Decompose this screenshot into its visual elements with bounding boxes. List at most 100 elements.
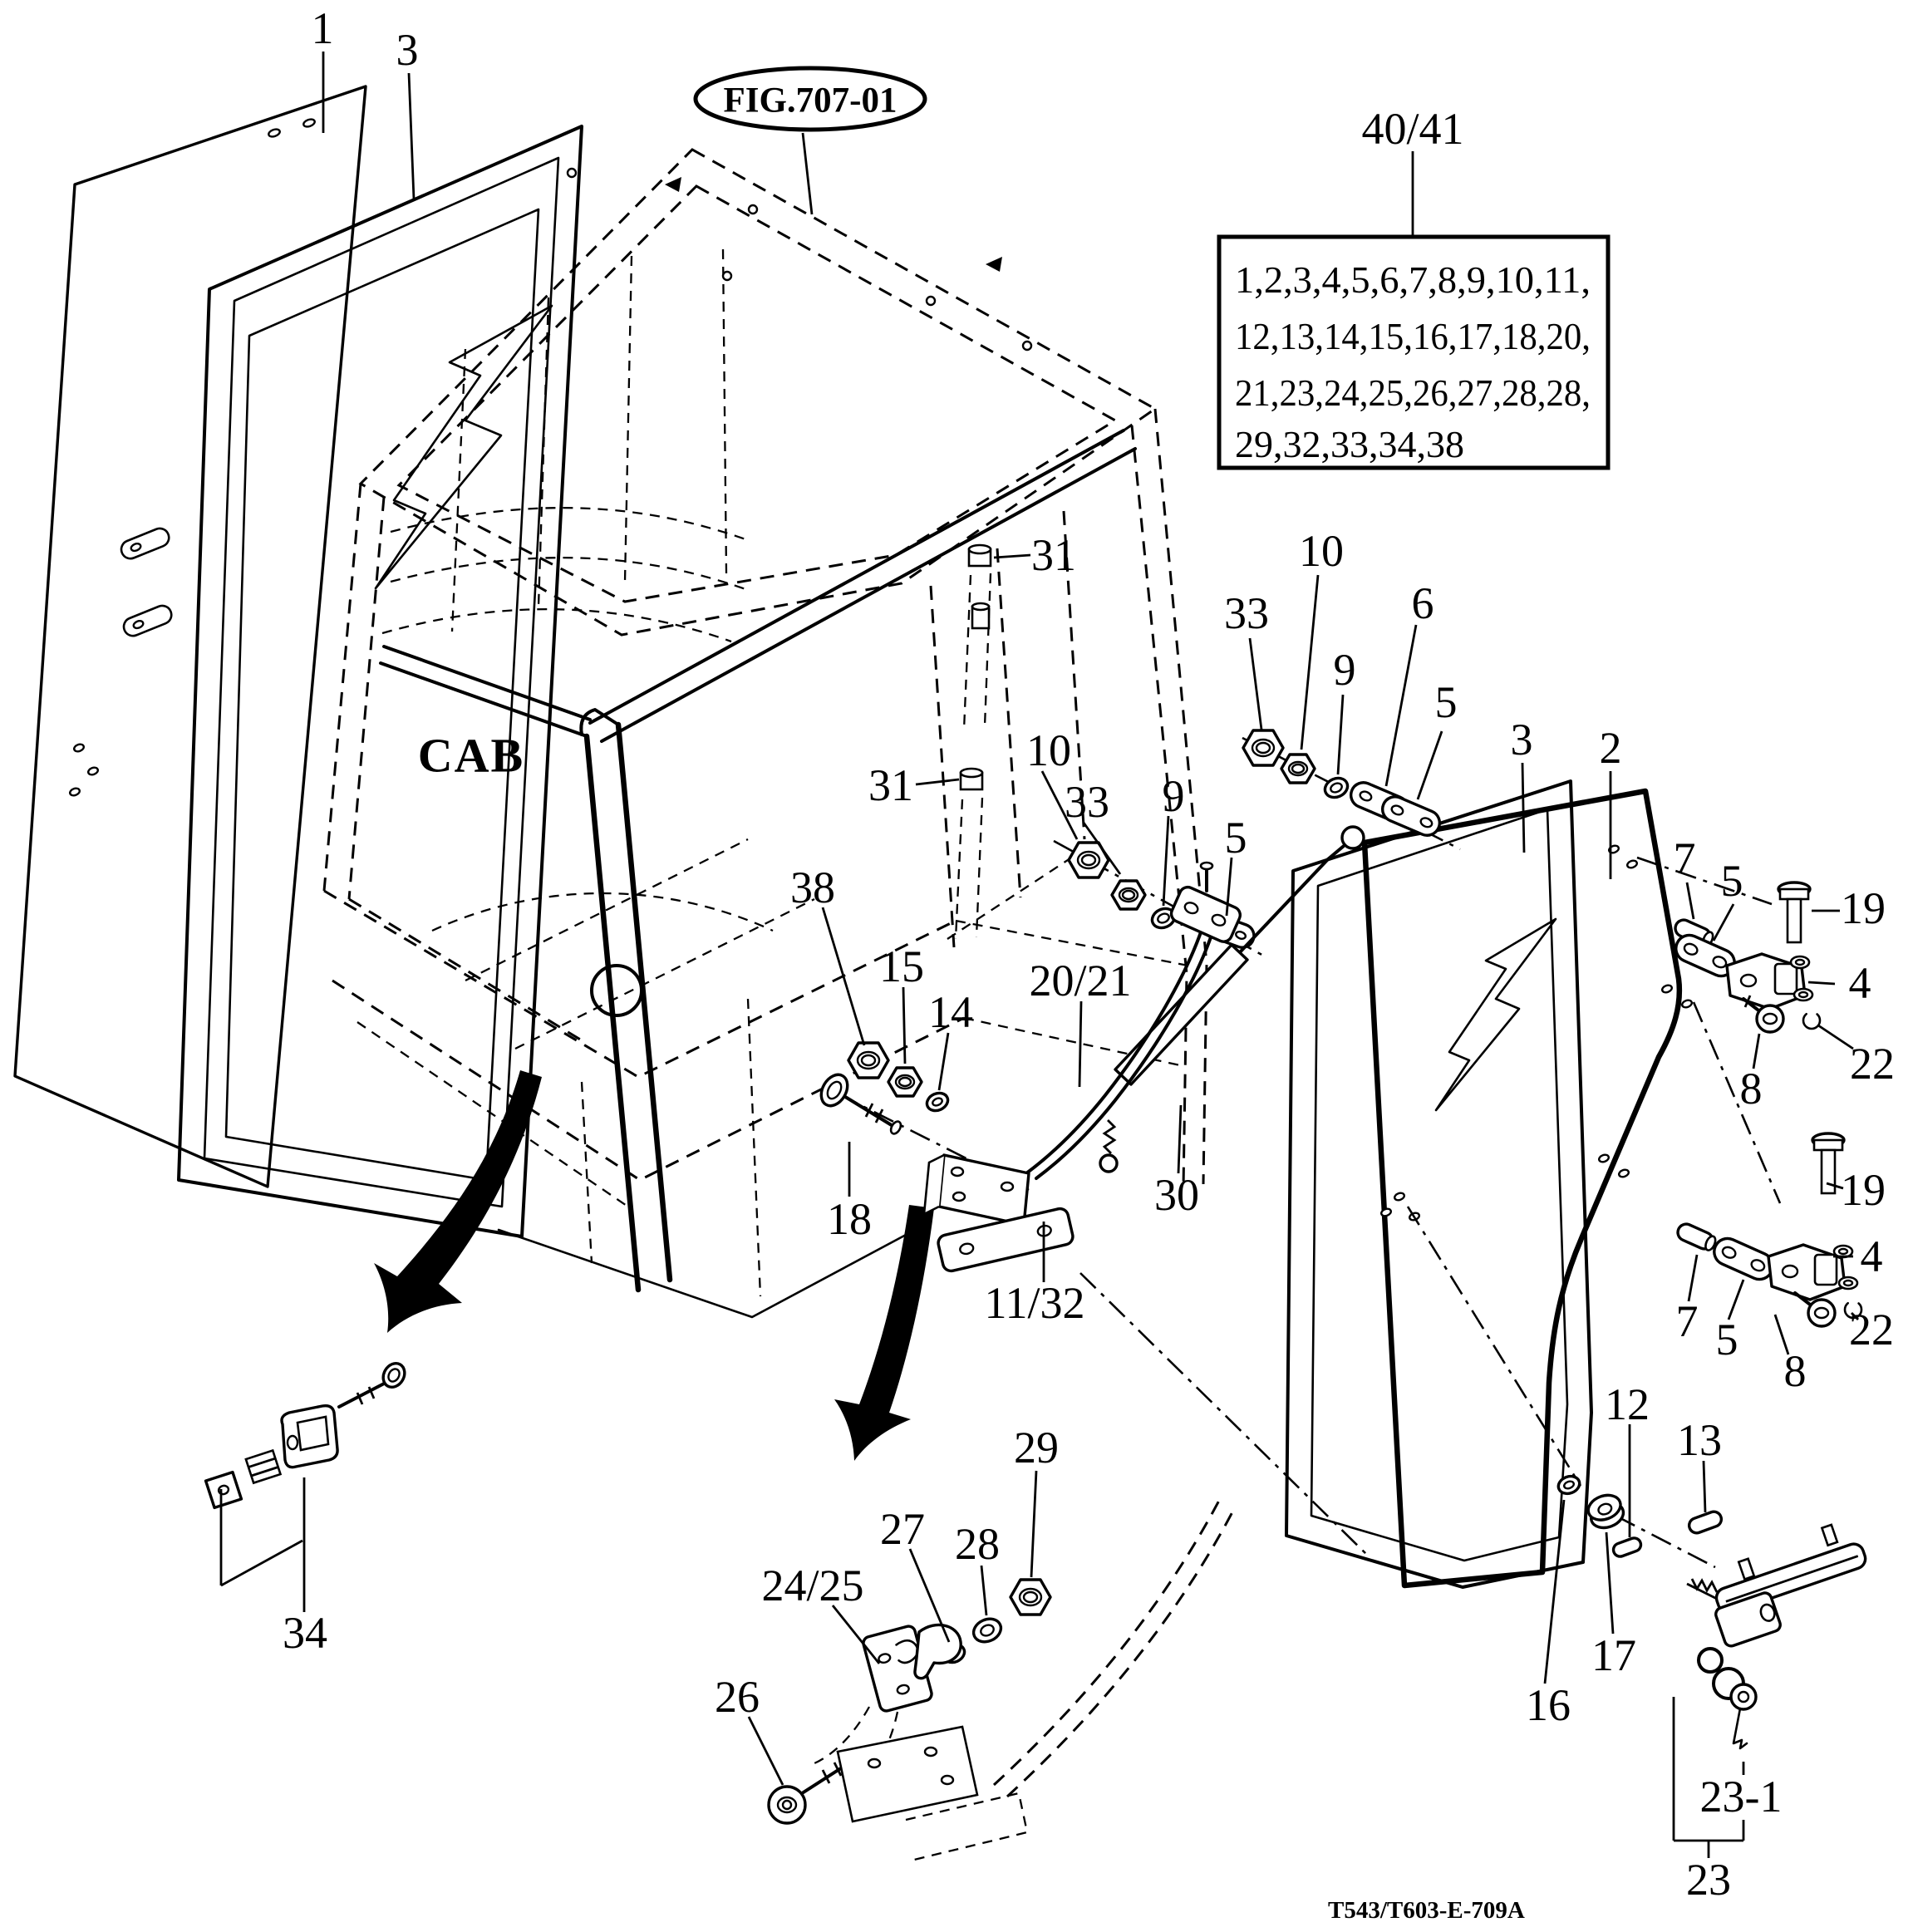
part-label-10: 10	[1026, 725, 1071, 775]
bushing-31	[967, 543, 992, 630]
part-label-18: 18	[827, 1194, 872, 1244]
part-label-5: 5	[1225, 813, 1247, 863]
part-label-33: 33	[1224, 588, 1269, 638]
part-label-8: 8	[1784, 1346, 1807, 1396]
bushing-31	[959, 767, 984, 791]
part-label-24/25: 24/25	[761, 1561, 863, 1610]
hinge-group-upper	[1674, 881, 1822, 1034]
left-door-assembly	[13, 85, 583, 1238]
part-label-3: 3	[1511, 715, 1533, 764]
part-label-33: 33	[1065, 777, 1109, 827]
figure-title: FIG.707-01	[723, 81, 897, 120]
part-label-12: 12	[1605, 1379, 1650, 1429]
part-label-22: 22	[1849, 1305, 1894, 1354]
flag-mark	[665, 177, 681, 192]
door-seal-frame-3	[1285, 779, 1593, 1589]
detail-circle	[590, 964, 643, 1017]
hardware	[204, 543, 1867, 1861]
arrow-to-24-25	[834, 1205, 934, 1461]
part-label-10: 10	[1299, 526, 1344, 576]
part-label-8: 8	[1740, 1064, 1763, 1113]
part-label-13: 13	[1677, 1415, 1722, 1465]
flag-mark	[986, 257, 1002, 272]
callout-arrows	[374, 1070, 934, 1461]
part-label-23: 23	[1686, 1855, 1731, 1905]
hinge-group-lower	[1676, 1132, 1863, 1328]
nut-29	[1009, 1578, 1052, 1616]
door-hinge-stub	[120, 527, 170, 560]
part-label-34: 34	[283, 1608, 327, 1658]
part-label-4: 4	[1861, 1231, 1883, 1281]
part-label-6: 6	[1412, 578, 1434, 628]
part-label-20/21: 20/21	[1029, 956, 1131, 1005]
leader-lines	[219, 52, 1859, 1858]
cab-label: CAB	[418, 729, 524, 783]
door-handle-23	[1686, 1523, 1867, 1750]
nut-33	[1110, 879, 1147, 911]
ref-box-line-2: 12,13,14,15,16,17,18,20,	[1235, 315, 1591, 357]
part-label-9: 9	[1334, 645, 1356, 695]
part-label-22: 22	[1850, 1039, 1895, 1089]
nut-15	[887, 1066, 923, 1098]
part-label-16: 16	[1526, 1680, 1571, 1730]
pin-12	[1611, 1536, 1643, 1558]
part-label-31: 31	[868, 760, 913, 810]
part-label-26: 26	[715, 1672, 760, 1722]
part-label-17: 17	[1591, 1630, 1636, 1680]
part-label-15: 15	[879, 941, 924, 991]
bolt-26	[767, 1762, 848, 1825]
part-label-7: 7	[1676, 1296, 1699, 1346]
washer-28	[971, 1617, 1003, 1644]
part-label-14: 14	[928, 987, 973, 1037]
bolt-8	[1742, 995, 1785, 1034]
part-label-27: 27	[880, 1504, 925, 1554]
bolt-18	[819, 1073, 902, 1135]
doc-number: T543/T603-E-709A	[1328, 1897, 1525, 1924]
gas-strut-30	[1099, 825, 1365, 1173]
part-label-23-1: 23-1	[1700, 1772, 1783, 1821]
nut-38	[847, 1041, 890, 1079]
part-label-38: 38	[790, 863, 835, 912]
door-outer-panel-1	[13, 85, 367, 1188]
ref-box-line-1: 1,2,3,4,5,6,7,8,9,10,11,	[1235, 258, 1591, 301]
part-label-5: 5	[1435, 677, 1458, 727]
part-label-5: 5	[1716, 1315, 1738, 1364]
part-label-3: 3	[396, 25, 419, 75]
bracket-plate-11-32	[922, 1153, 1369, 1556]
clamp-group-34	[204, 1361, 406, 1510]
glass-mark	[1434, 917, 1557, 1112]
part-label-28: 28	[955, 1519, 1000, 1569]
nut-33	[1242, 729, 1285, 767]
grommet-17	[1586, 1493, 1625, 1530]
keys-23-1	[1697, 1647, 1758, 1750]
part-label-31: 31	[1031, 530, 1076, 580]
bolt-34	[337, 1361, 406, 1408]
door-hinge-stub	[122, 604, 173, 637]
limiter-rod-20-21	[1025, 861, 1242, 1180]
ref-box-title: 40/41	[1361, 104, 1463, 154]
figure-callout: FIG.707-01	[693, 66, 927, 132]
glass-mark	[374, 304, 553, 590]
part-label-4: 4	[1849, 958, 1871, 1008]
hinge-bracket-4	[1767, 1243, 1847, 1301]
part-label-9: 9	[1163, 771, 1185, 821]
ref-box-line-3: 21,23,24,25,26,27,28,28,	[1235, 371, 1591, 414]
part-label-5: 5	[1721, 856, 1743, 906]
hinge-bracket-4	[1725, 952, 1807, 1010]
reference-box: 40/41 1,2,3,4,5,6,7,8,9,10,11, 12,13,14,…	[1217, 104, 1611, 470]
nut-10	[1280, 753, 1316, 784]
part-label-30: 30	[1154, 1170, 1199, 1220]
door-glass-2	[1361, 788, 1683, 1589]
part-label-19: 19	[1841, 1165, 1886, 1215]
nut-10	[1067, 841, 1110, 879]
part-label-1: 1	[312, 3, 334, 53]
washer-9	[1323, 776, 1350, 799]
window-frame-3	[177, 125, 583, 1238]
plate-5	[1380, 795, 1442, 837]
pin-13	[1687, 1510, 1724, 1535]
right-door-assembly	[1285, 779, 1782, 1589]
part-label-29: 29	[1014, 1423, 1059, 1472]
part-label-2: 2	[1600, 723, 1622, 773]
